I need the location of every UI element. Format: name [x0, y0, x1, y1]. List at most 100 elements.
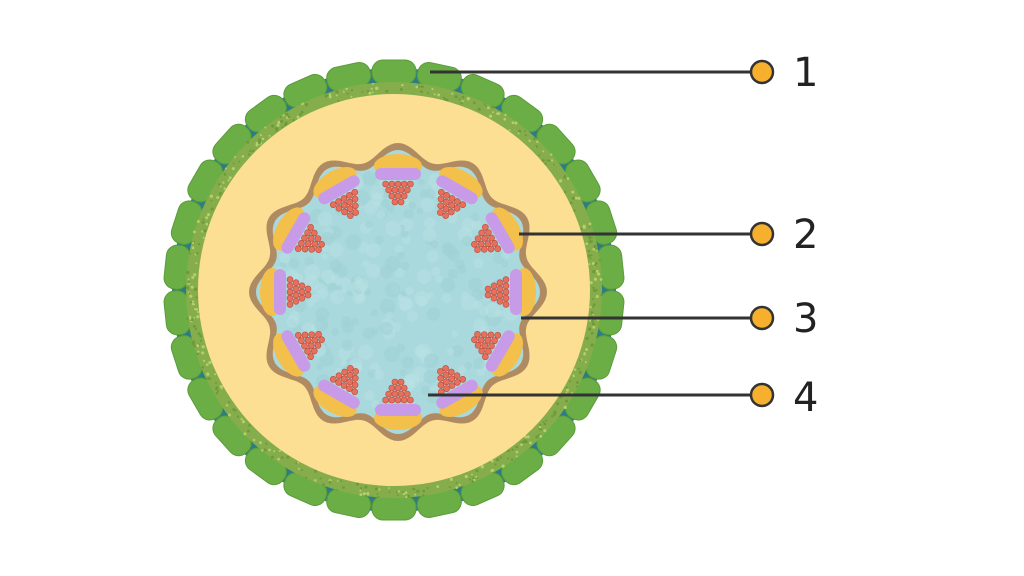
vascular-bundle [471, 207, 523, 254]
vascular-bundle [484, 268, 536, 316]
bundle-cap [491, 207, 523, 251]
xylem-cell [286, 276, 294, 283]
xylem-cell [494, 245, 502, 253]
xylem-cell [496, 291, 504, 299]
xylem-cell [292, 285, 300, 293]
xylem-cell [397, 186, 405, 194]
phloem [375, 168, 421, 180]
bundle-cap [273, 333, 305, 377]
xylem-cell [385, 186, 392, 194]
phloem [281, 212, 311, 254]
label-2: 2 [793, 212, 819, 258]
label-3: 3 [793, 296, 819, 342]
bundle-cap [313, 385, 357, 417]
xylem-cell [490, 294, 498, 302]
xylem-cell [502, 276, 510, 283]
xylem-cell [437, 381, 445, 389]
xylem-cell [341, 368, 348, 376]
xylem-cell [474, 246, 481, 253]
phloem [436, 175, 478, 205]
xylem-cell [301, 331, 309, 339]
phloem [510, 269, 522, 315]
xylem-cell [404, 390, 411, 398]
xylem-cell [442, 212, 449, 219]
xylem-cell [502, 294, 510, 302]
xylem-cell [391, 378, 399, 386]
xylem-cell [388, 384, 396, 392]
xylem-cell [394, 396, 402, 404]
xylem-cell [292, 291, 300, 299]
xylem-cell [480, 246, 488, 253]
bundle-cap [439, 385, 483, 417]
xylem-cell [437, 374, 444, 382]
xylem-cell [394, 384, 402, 392]
xylem-cell [352, 202, 359, 210]
vascular-bundle [273, 207, 325, 254]
xylem-cell [496, 298, 504, 305]
xylem-cell [407, 396, 414, 404]
xylem-cell [304, 291, 312, 299]
xylem-cell [382, 396, 389, 404]
xylem-cell [292, 279, 300, 286]
vascular-bundle [436, 167, 483, 219]
xylem-cell [400, 180, 408, 188]
xylem-cell [391, 198, 399, 206]
xylem-cell [388, 396, 396, 404]
xylem-cell [391, 390, 399, 398]
vascular-bundles [260, 154, 536, 430]
xylem-cell [385, 390, 392, 398]
label-1: 1 [793, 50, 819, 96]
xylem-cell [490, 288, 498, 296]
phloem [318, 175, 360, 205]
xylem-cell [502, 301, 510, 308]
leader-dot-2 [749, 221, 775, 247]
vascular-bundle [374, 154, 422, 206]
leader-dot-1 [749, 59, 775, 85]
phloem [318, 379, 360, 409]
xylem-cell [391, 186, 399, 194]
xylem-cell [304, 285, 312, 293]
xylem-cell [298, 282, 306, 290]
epidermis-cell [371, 495, 417, 521]
leader-dot-4 [749, 382, 775, 408]
xylem-cell [394, 192, 402, 200]
xylem-cell [397, 390, 405, 398]
xylem-cell [394, 180, 402, 188]
vascular-bundle [313, 167, 360, 219]
xylem-cell [484, 291, 492, 299]
xylem-cell [448, 208, 455, 216]
xylem-cell [329, 376, 337, 383]
leader-dot-3 [749, 305, 775, 331]
xylem-cell [286, 288, 294, 296]
label-leaders [428, 59, 775, 408]
phloem [274, 269, 286, 315]
xylem-cell [484, 285, 492, 293]
xylem-cell [315, 331, 322, 338]
xylem-cell [502, 282, 510, 290]
vascular-bundle [313, 365, 360, 417]
xylem-cell [308, 331, 316, 338]
xylem-cell [352, 209, 359, 216]
vascular-bundle [260, 268, 312, 316]
phloem [485, 212, 515, 254]
bundle-cap [273, 207, 305, 251]
xylem-cell [388, 192, 396, 200]
xylem-cell [382, 180, 389, 188]
vascular-bundle [273, 330, 325, 377]
xylem-cell [314, 235, 322, 242]
phloem [485, 330, 515, 372]
xylem-cell [397, 198, 405, 206]
xylem-cell [437, 368, 444, 375]
xylem-cell [397, 378, 405, 386]
xylem-cell [388, 180, 396, 188]
xylem-cell [400, 396, 408, 404]
label-4: 4 [793, 375, 819, 421]
xylem-cell [292, 298, 300, 305]
vascular-bundle [471, 330, 523, 377]
xylem-cell [471, 336, 478, 343]
xylem-cell [407, 180, 414, 188]
vascular-bundle [436, 365, 483, 417]
xylem-cell [459, 201, 467, 208]
